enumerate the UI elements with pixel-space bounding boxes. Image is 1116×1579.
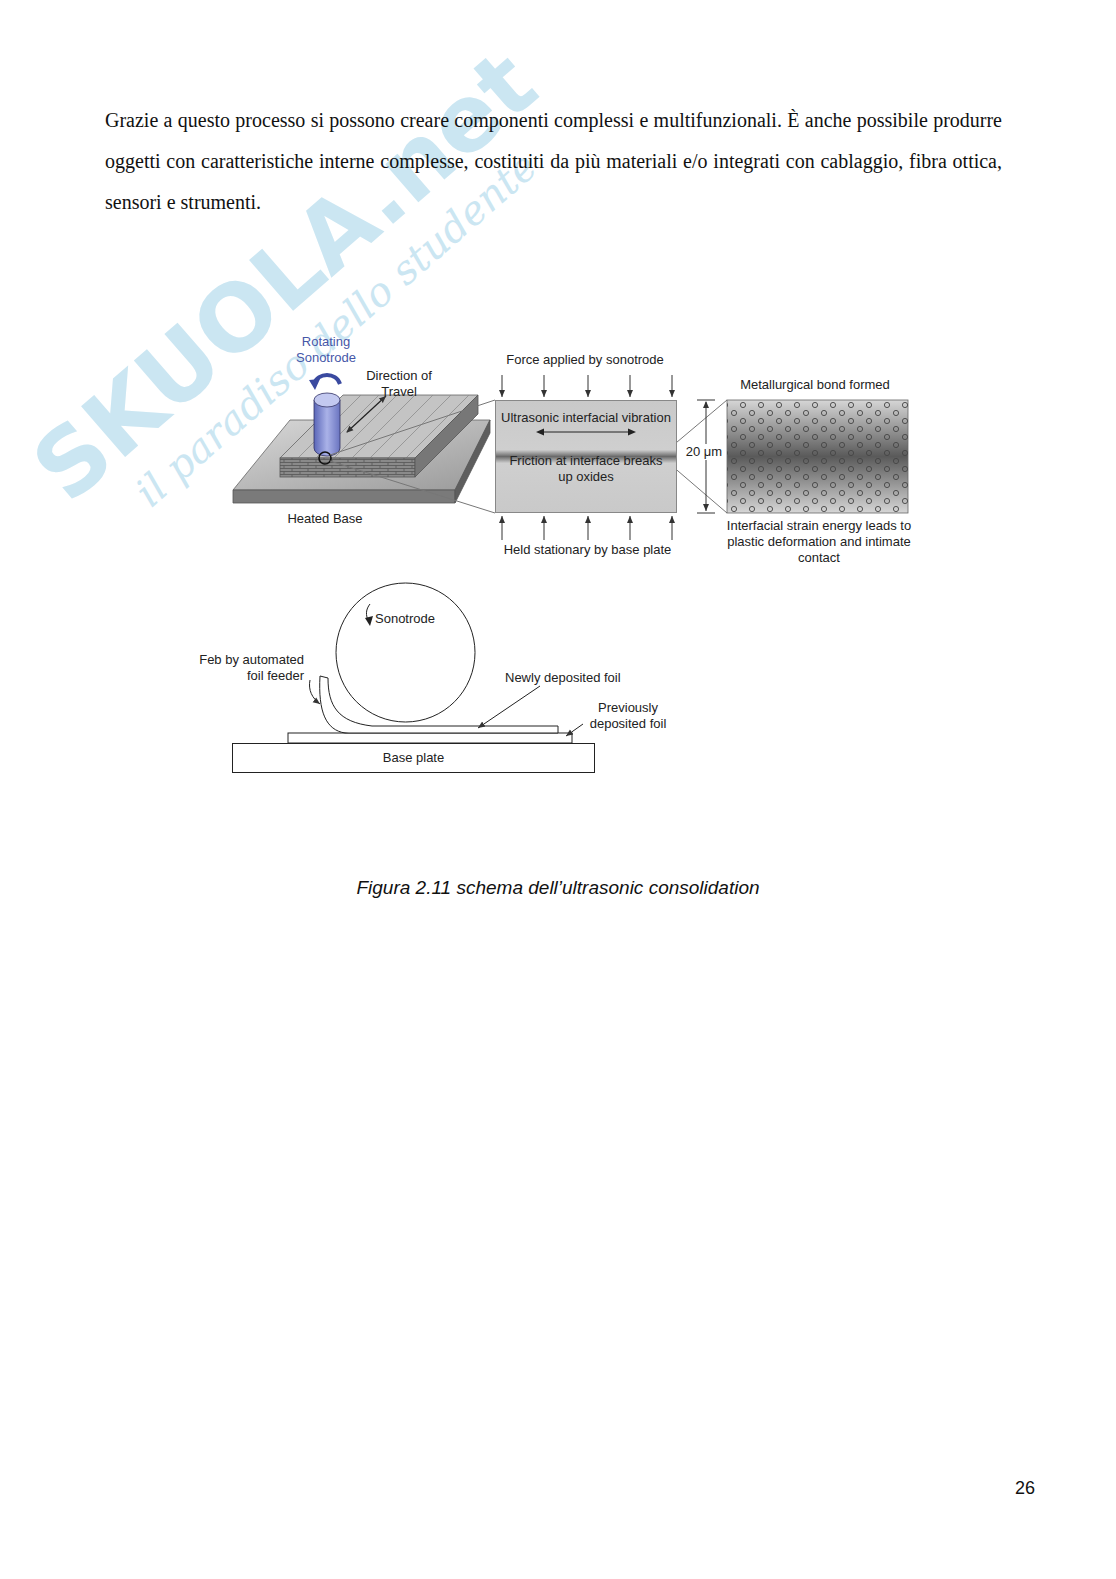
feed-arrow	[309, 680, 320, 704]
interface-box: Ultrasonic interfacial vibration Frictio…	[495, 400, 677, 513]
figure-caption: Figura 2.11 schema dell’ultrasonic conso…	[0, 876, 1116, 900]
part-label: Direction of Travel	[356, 368, 442, 400]
vibration-arrow	[536, 427, 636, 437]
node-text: Base plate	[244, 750, 584, 766]
force-label: Force applied by sonotrode	[480, 352, 690, 368]
sonotrode-circle: Sonotrode	[335, 582, 476, 723]
part-label: Newly deposited foil	[505, 670, 645, 686]
foil-stack	[280, 395, 478, 477]
part-label: Rotating Sonotrode	[281, 334, 371, 366]
page-number: 26	[1000, 1477, 1050, 1499]
box-text: Ultrasonic interfacial vibration	[501, 410, 671, 426]
part-label: Previously deposited foil	[580, 700, 676, 732]
circle-outline	[335, 582, 476, 723]
bond-label: Metallurgical bond formed	[715, 377, 915, 393]
base-plate: Base plate	[232, 743, 595, 773]
travel-arrow	[347, 396, 386, 432]
support-label: Held stationary by base plate	[475, 542, 700, 558]
leader-line	[478, 686, 540, 728]
zoom-marker	[319, 452, 331, 464]
part-label: Heated Base	[265, 511, 385, 527]
part-label: Feb by automated foil feeder	[182, 652, 304, 684]
dimension-label: 20 μm	[682, 444, 726, 460]
node-text: Sonotrode	[365, 611, 445, 627]
box-text: Friction at interface breaks up oxides	[501, 453, 671, 485]
body-paragraph: Grazie a questo processo si possono crea…	[105, 100, 1002, 223]
leader-line	[566, 724, 583, 736]
bond-note: Interfacial strain energy leads to plast…	[712, 518, 926, 566]
bond-detail	[727, 400, 908, 513]
sonotrode-wheel	[309, 375, 340, 456]
zoom-line	[330, 400, 495, 513]
